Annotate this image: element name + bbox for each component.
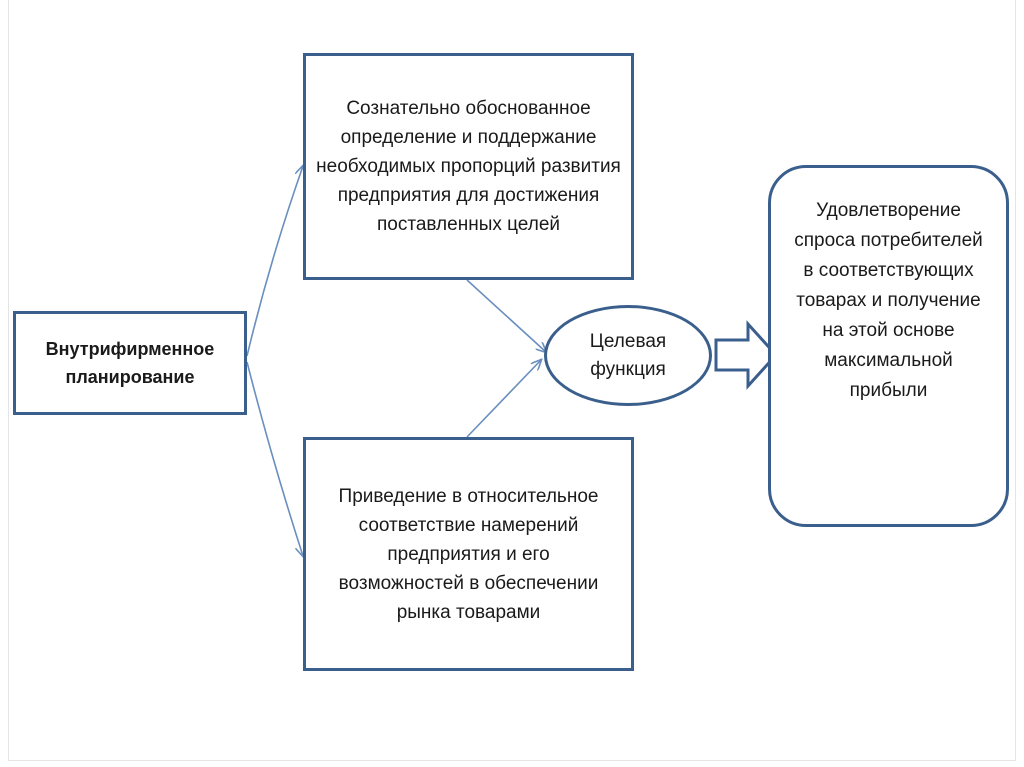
node-intentions-alignment-label: Приведение в относительное соответствие … xyxy=(338,485,599,623)
connector-top-to-target xyxy=(466,279,546,352)
connector-bottom-to-target xyxy=(466,360,541,438)
block-arrow-target-to-result xyxy=(714,320,779,390)
node-target-function-label: Целевая функция xyxy=(589,330,667,380)
node-internal-planning-label: Внутрифирменное планирование xyxy=(45,339,215,387)
node-result: Удовлетворение спроса потребителей в соо… xyxy=(768,165,1009,527)
connector-planning-to-bottom xyxy=(246,361,303,556)
connector-planning-to-top xyxy=(246,166,303,357)
node-target-function: Целевая функция xyxy=(544,305,712,406)
node-internal-planning: Внутрифирменное планирование xyxy=(13,311,247,415)
node-proportions-definition: Сознательно обоснованное определение и п… xyxy=(303,53,634,280)
node-proportions-definition-label: Сознательно обоснованное определение и п… xyxy=(316,98,621,235)
node-result-label: Удовлетворение спроса потребителей в соо… xyxy=(794,200,983,401)
node-intentions-alignment: Приведение в относительное соответствие … xyxy=(303,437,634,671)
